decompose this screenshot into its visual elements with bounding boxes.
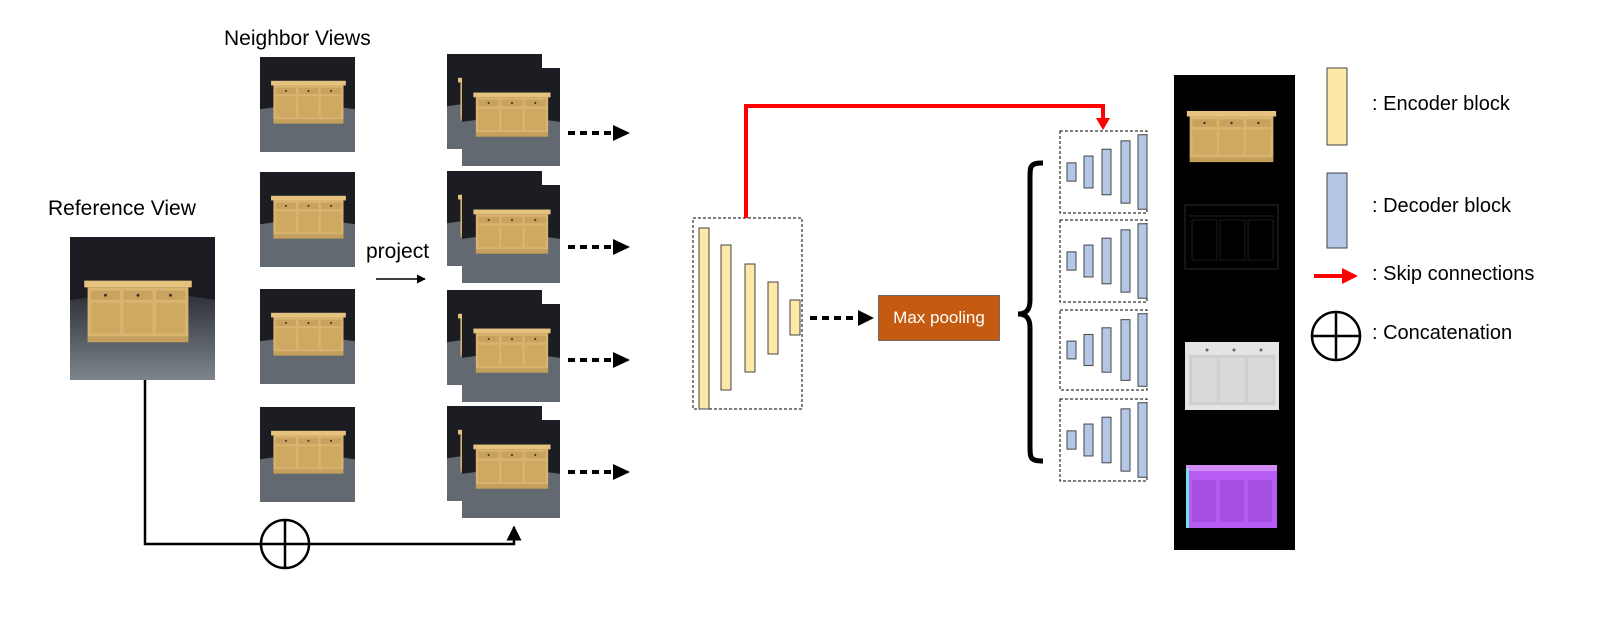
projected-stack-4	[447, 406, 560, 518]
decoder-unit-4	[1059, 398, 1148, 482]
neighbor-view-3	[260, 289, 355, 384]
decoder-unit-2	[1059, 219, 1148, 303]
encoder-block-1	[698, 227, 710, 410]
stack-front-image	[462, 420, 560, 518]
encoder-block-2	[720, 244, 732, 391]
decoder-block-4	[1120, 140, 1131, 204]
decoder-brace	[1017, 160, 1044, 464]
projected-stack-3	[447, 290, 560, 402]
legend-encoder-label: : Encoder block	[1372, 93, 1510, 115]
neighbor-view-1	[260, 57, 355, 152]
decoder-block-5	[1137, 134, 1148, 210]
reference-view-image	[70, 237, 215, 380]
neighbor-views-column	[260, 57, 355, 502]
decoder-group	[1059, 130, 1148, 482]
decoder-block-1	[1066, 340, 1077, 360]
max-pooling-box: Max pooling	[878, 295, 1000, 341]
decoder-block-1	[1066, 162, 1077, 182]
decoder-block-3	[1101, 416, 1112, 464]
dotted-arrow-head-4	[613, 464, 630, 480]
decoder-unit-1	[1059, 130, 1148, 214]
stack-front-image	[462, 68, 560, 166]
legend-decoder-label: : Decoder block	[1372, 195, 1511, 217]
decoder-block-1	[1066, 430, 1077, 450]
decoder-block-2	[1083, 333, 1094, 367]
decoder-block-4	[1120, 408, 1131, 472]
output-specular	[1185, 342, 1279, 410]
neighbor-views-label: Neighbor Views	[224, 27, 371, 50]
decoder-block-5	[1137, 223, 1148, 299]
encoder-block-5	[789, 299, 801, 336]
decoder-block-2	[1083, 155, 1094, 189]
output-normal	[1186, 465, 1277, 528]
decoder-block-4	[1120, 319, 1131, 381]
legend-encoder-swatch	[1326, 67, 1348, 146]
decoder-block-3	[1101, 148, 1112, 196]
decoder-block-2	[1083, 244, 1094, 278]
projected-stacks	[447, 54, 560, 518]
neighbor-view-4	[260, 407, 355, 502]
encoder-blocks	[698, 227, 801, 410]
encoder-block-4	[767, 281, 779, 355]
dotted-arrow-head-3	[613, 352, 630, 368]
legend-skip-arrowhead	[1342, 268, 1358, 284]
decoder-block-1	[1066, 251, 1077, 271]
dotted-arrow-head-2	[613, 239, 630, 255]
concat-path	[143, 380, 522, 546]
reference-view-label: Reference View	[48, 197, 196, 220]
decoder-block-5	[1137, 313, 1148, 387]
neighbor-view-2	[260, 172, 355, 267]
legend-decoder-swatch	[1326, 172, 1348, 249]
decoder-block-4	[1120, 229, 1131, 293]
output-albedo	[1186, 110, 1277, 163]
dotted-arrow-head-1	[613, 125, 630, 141]
decoder-unit-3	[1059, 309, 1148, 391]
skip-connection-arrowhead	[1096, 118, 1110, 130]
legend-concat-label: : Concatenation	[1372, 322, 1513, 344]
decoder-block-3	[1101, 327, 1112, 373]
output-roughness	[1184, 204, 1279, 270]
decoder-block-5	[1137, 402, 1148, 478]
concat-symbol	[259, 518, 311, 570]
project-label: project	[366, 240, 430, 263]
legend-skip-label: : Skip connections	[1372, 263, 1535, 285]
encoder-block-3	[744, 263, 756, 373]
encoder-to-pool-arrowhead	[858, 310, 874, 326]
decoder-block-3	[1101, 237, 1112, 285]
projected-stack-2	[447, 171, 560, 283]
dotted-arrows	[568, 125, 630, 480]
stack-front-image	[462, 304, 560, 402]
stack-front-image	[462, 185, 560, 283]
decoder-block-2	[1083, 423, 1094, 457]
skip-connection-path	[744, 104, 1105, 218]
legend-concat-symbol	[1310, 310, 1362, 362]
projected-stack-1	[447, 54, 560, 166]
